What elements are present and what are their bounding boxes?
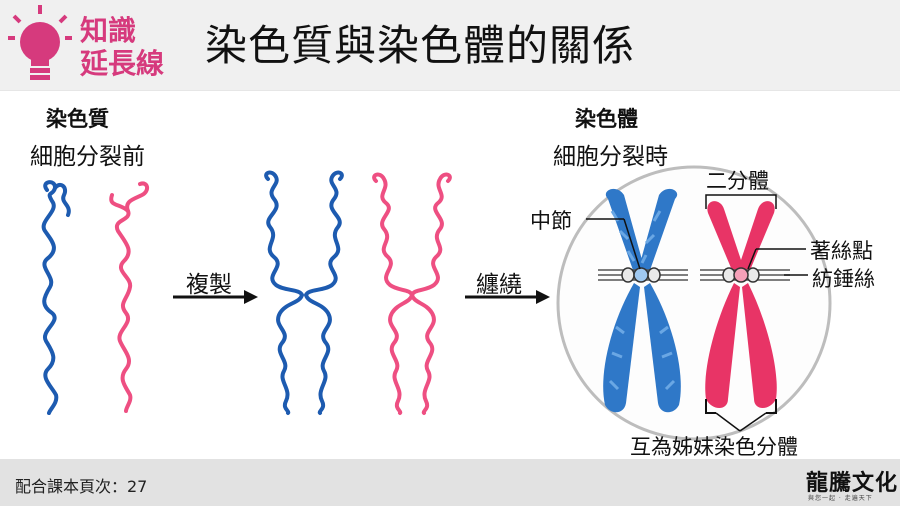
label-kinetochore: 著絲點 [810, 239, 873, 263]
label-spindle-fiber: 紡錘絲 [812, 267, 875, 291]
chromosome-circle [556, 165, 832, 441]
arrow-coil-head [536, 290, 550, 304]
chromatin-pink [114, 181, 149, 413]
lightbulb-icon [8, 5, 72, 80]
replicated-pink-left [372, 172, 415, 415]
replicated-pink-right [409, 172, 452, 415]
publisher-slogan: 與您一起 · 走遍天下 [808, 495, 873, 502]
label-coil: 纏繞 [476, 272, 522, 298]
label-chromosome: 染色體 [575, 107, 638, 131]
arrow-replicate-head [244, 290, 258, 304]
label-before-division: 細胞分裂前 [30, 144, 145, 170]
label-centromere-node: 中節 [530, 209, 572, 233]
chromatin-pink-end [109, 193, 130, 213]
chromatin-blue [41, 180, 59, 415]
label-replicate: 複製 [186, 272, 232, 298]
diagram-area: 染色質 細胞分裂前 複製 纏繞 染色體 細胞分裂時 中節 二分體 著絲點 紡錘絲… [0, 91, 900, 459]
footer-bar: 配合課本頁次：27 龍騰文化 與您一起 · 走遍天下 [0, 459, 900, 506]
replicated-blue-left [264, 170, 305, 415]
badge-line-1: 知識 [80, 14, 137, 47]
page-reference: 配合課本頁次：27 [15, 477, 148, 496]
page-title: 染色質與染色體的關係 [205, 21, 636, 70]
replicated-blue-right [303, 170, 344, 415]
label-chromatin: 染色質 [46, 107, 109, 131]
label-during-division: 細胞分裂時 [553, 144, 668, 170]
knowledge-badge: 知識 延長線 [80, 14, 164, 80]
label-sister-chromatids: 互為姊妹染色分體 [630, 435, 798, 459]
diagram-canvas [41, 165, 832, 441]
header-bar: 知識 延長線 染色質與染色體的關係 [0, 0, 900, 90]
chromosome-pink [705, 201, 777, 408]
badge-line-2: 延長線 [80, 47, 165, 80]
publisher-logo: 龍騰文化 [806, 471, 899, 496]
chromatin-blue-end [53, 183, 71, 217]
label-dyad: 二分體 [706, 169, 769, 193]
